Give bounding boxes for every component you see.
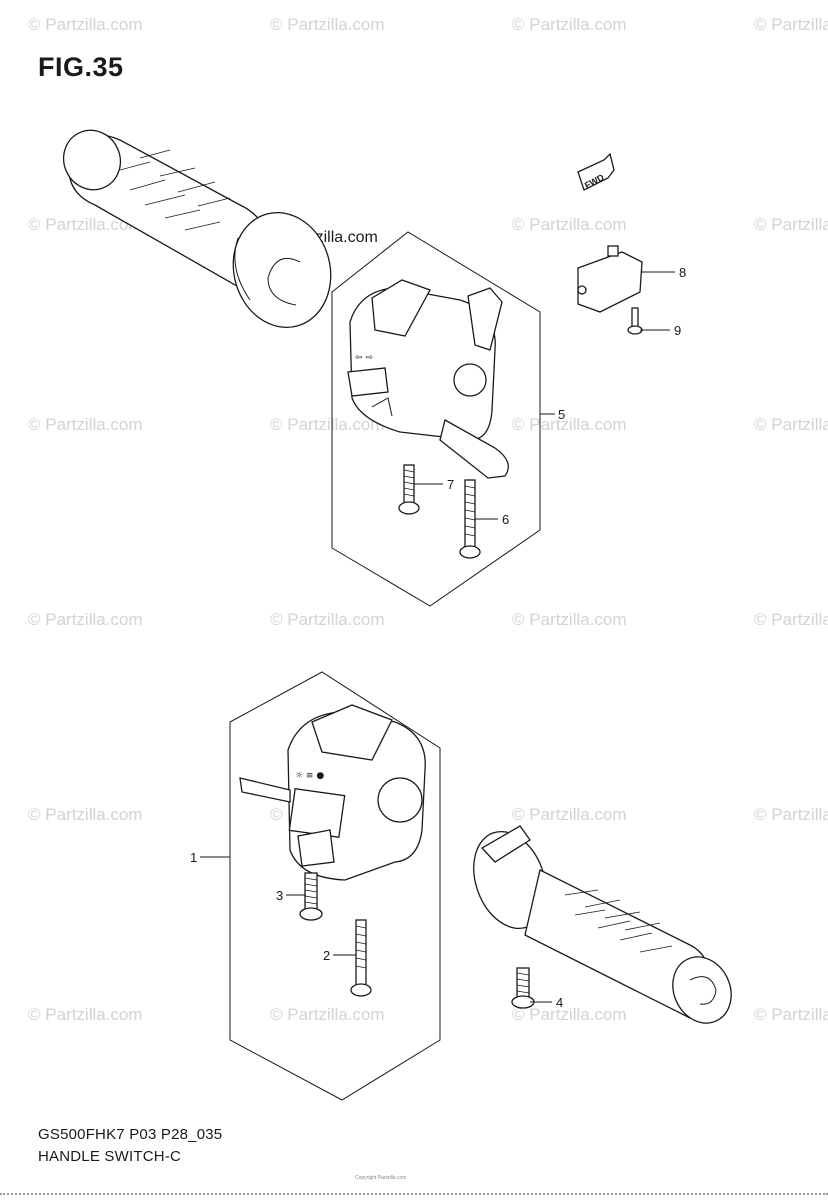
screw-part-9	[627, 307, 643, 335]
callout-8: 8	[679, 265, 686, 280]
right-handle-switch-housing: ☼ ≡ ●	[239, 704, 426, 881]
watermark: © Partzilla.com	[512, 415, 627, 434]
watermark: © Partzilla.com	[754, 215, 828, 234]
watermark: © Partzilla.com	[754, 610, 828, 629]
watermark: © Partzilla.com	[28, 1005, 143, 1024]
forward-direction-tag: FWD	[577, 152, 615, 191]
leader-lines	[200, 271, 675, 1003]
watermark: © Partzilla.com	[512, 610, 627, 629]
left-handle-switch-housing: ⇦ ⇨	[347, 279, 509, 479]
left-handlebar-grip	[62, 129, 332, 329]
watermark: © Partzilla.com	[512, 1005, 627, 1024]
callout-7: 7	[447, 477, 454, 492]
watermark: © Partzilla.com	[754, 415, 828, 434]
screw-part-6	[459, 479, 481, 559]
section-name: HANDLE SWITCH-C	[38, 1148, 182, 1165]
screw-part-4	[511, 967, 535, 1009]
watermark: © Partzilla.com	[28, 415, 143, 434]
callout-3: 3	[276, 888, 283, 903]
screw-part-7	[398, 464, 420, 515]
right-throttle-grip	[473, 825, 732, 1024]
svg-text:⇦ ⇨: ⇦ ⇨	[355, 353, 373, 363]
lower-switch-kit-outline	[229, 671, 441, 1101]
watermark: © Partzilla.com	[270, 415, 385, 434]
callout-9: 9	[674, 323, 681, 338]
watermark: © Partzilla.com	[512, 15, 627, 34]
clutch-switch-part-8	[577, 245, 643, 313]
callout-5: 5	[558, 407, 565, 422]
callout-4: 4	[556, 995, 563, 1010]
watermark: © Partzilla.com	[512, 215, 627, 234]
footer-copyright: Copyright Partzilla.com	[355, 1175, 407, 1181]
watermark: © Partzilla.com	[754, 1005, 828, 1024]
callout-labels: 1 2 3 4 5 6 7 8 9	[190, 265, 686, 1010]
figure-title: FIG.35	[38, 52, 124, 82]
watermark: © Partzilla.com	[512, 805, 627, 824]
svg-text:☼ ≡ ●: ☼ ≡ ●	[295, 771, 324, 781]
watermark-layer: © Partzilla.com © Partzilla.com © Partzi…	[28, 15, 828, 1024]
model-code: GS500FHK7 P03 P28_035	[38, 1126, 223, 1143]
upper-switch-kit-outline	[331, 231, 541, 607]
watermark: © Partzilla.com	[28, 15, 143, 34]
callout-6: 6	[502, 512, 509, 527]
bottom-divider	[0, 1193, 828, 1195]
watermark: © Partzilla.com	[28, 610, 143, 629]
callout-1: 1	[190, 850, 197, 865]
callout-2: 2	[323, 948, 330, 963]
watermark: © Partzilla.com	[270, 1005, 385, 1024]
watermark: © Partzilla.com	[754, 15, 828, 34]
watermark: © Partzilla.com	[754, 805, 828, 824]
watermark: © Partzilla.com	[28, 215, 143, 234]
watermark: © Partzilla.com	[270, 15, 385, 34]
watermark: © Partzilla.com	[28, 805, 143, 824]
screw-part-3	[299, 872, 323, 921]
watermark: © Partzilla.com	[270, 610, 385, 629]
screw-part-2	[350, 919, 372, 997]
